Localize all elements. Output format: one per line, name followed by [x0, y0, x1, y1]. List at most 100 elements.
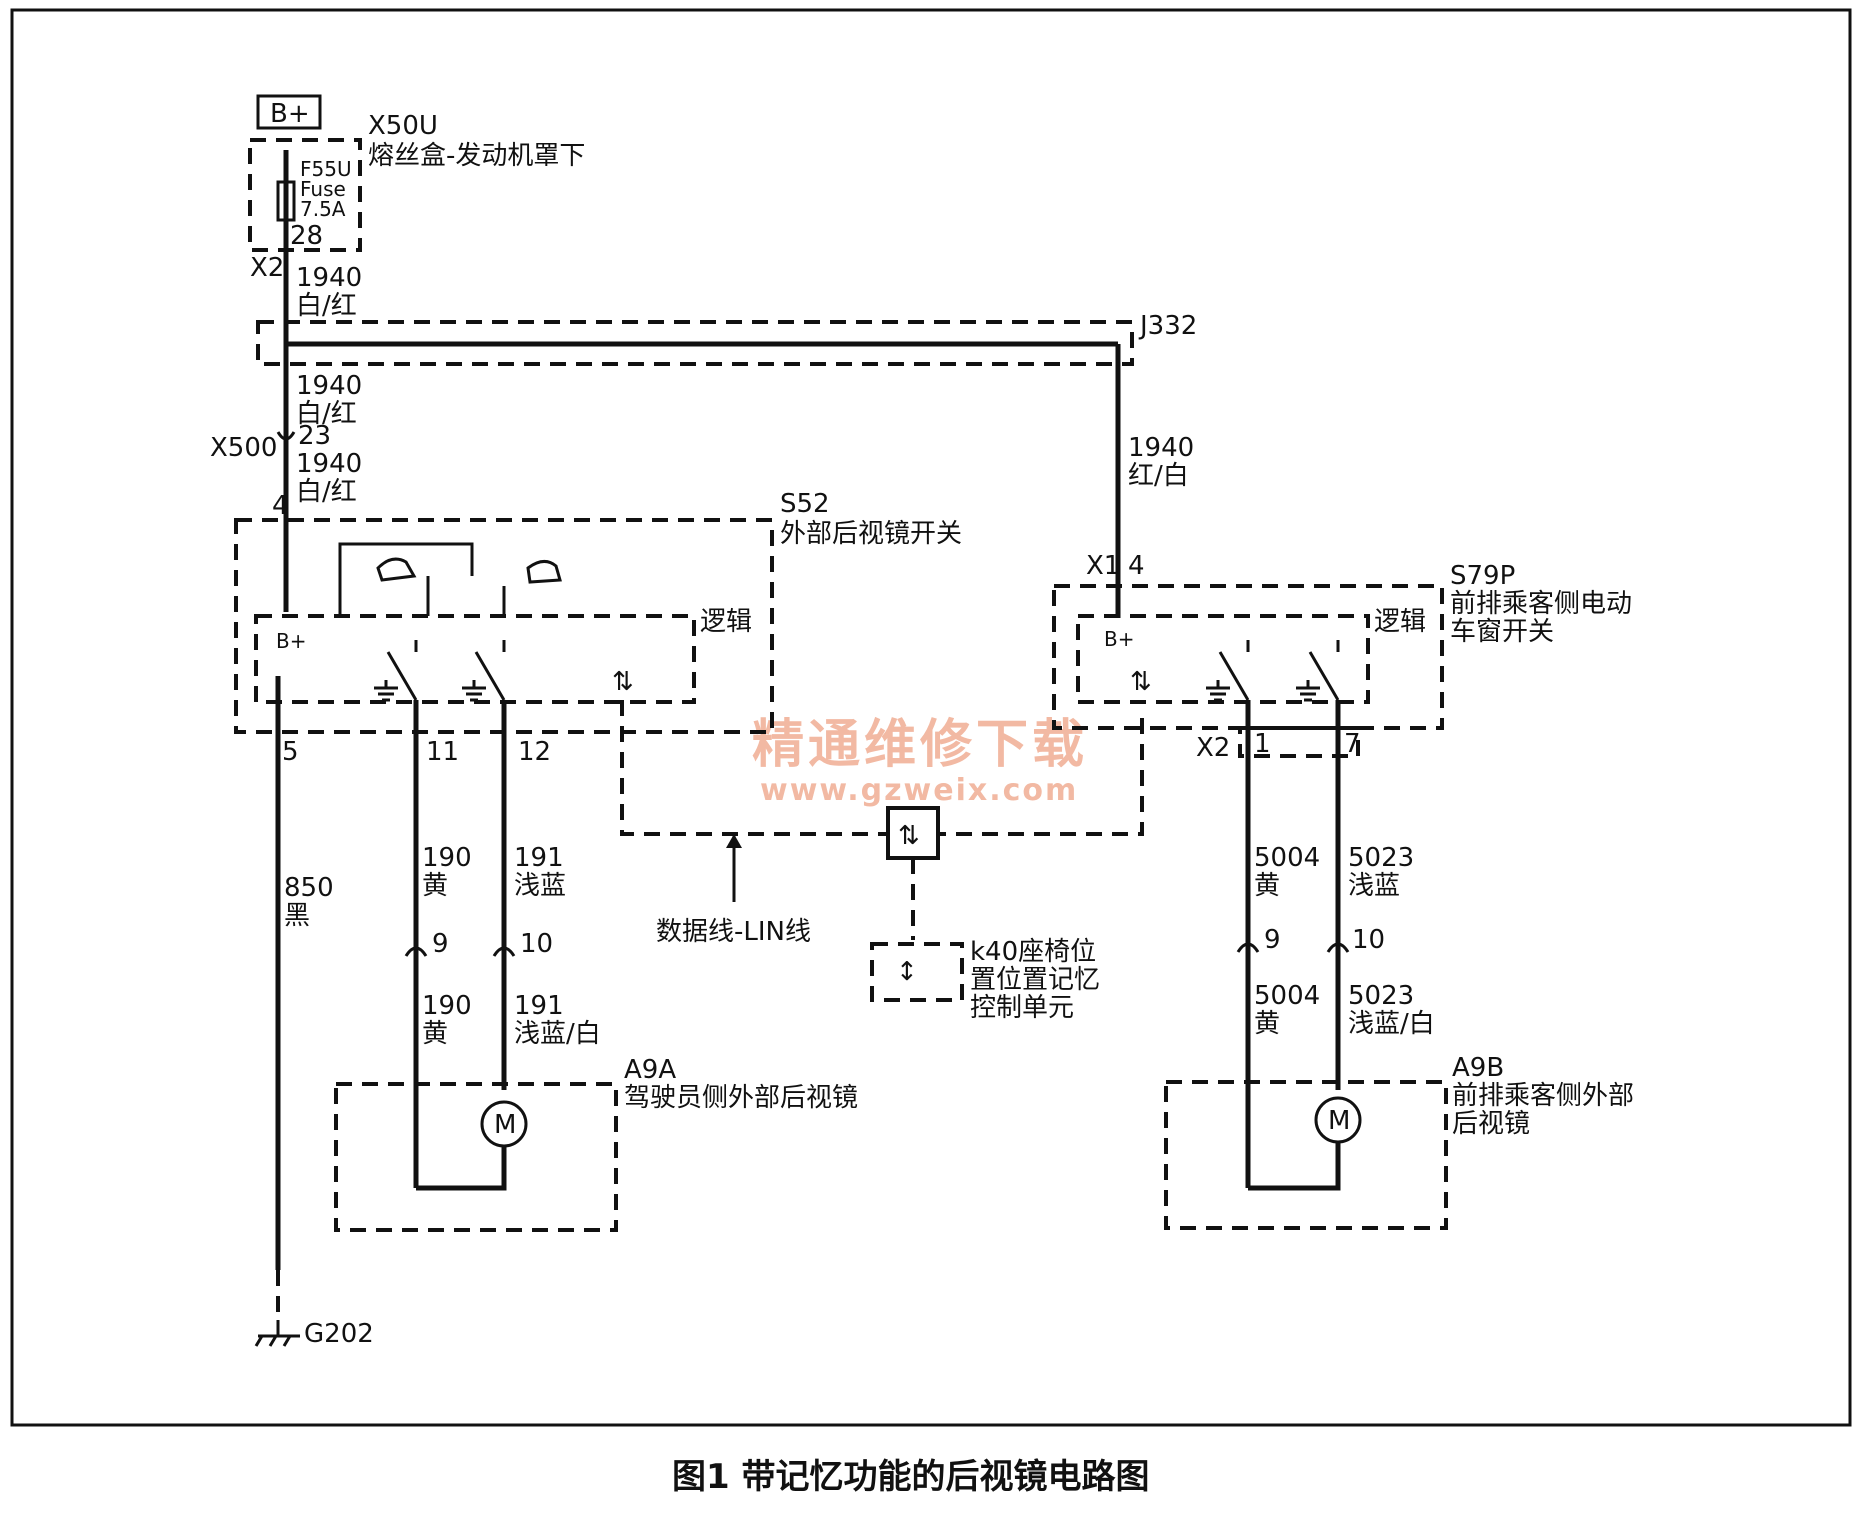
fuse-word: Fuse: [300, 177, 346, 201]
right-pin-9: 9: [1264, 925, 1281, 955]
left-connector-10-symbol: [492, 946, 516, 957]
diagram-frame: [10, 8, 1852, 1427]
fuse-box-id: X50U: [368, 111, 438, 141]
s79p-pin-1: 1: [1254, 729, 1271, 759]
s79p-conn-in: X1: [1086, 551, 1120, 581]
s79p-id: S79P: [1450, 561, 1515, 591]
splice-j332-outline: [256, 320, 1134, 366]
right-mirror-select-icon: [526, 560, 562, 584]
a9b-name-line2: 后视镜: [1452, 1109, 1530, 1139]
s79p-switch-7: [1308, 640, 1340, 701]
s79p-logic-label: 逻辑: [1374, 607, 1426, 637]
s52-pin-11: 11: [426, 737, 459, 767]
fuse-pin: 28: [290, 221, 323, 251]
s79p-name-line2: 车窗开关: [1450, 617, 1554, 647]
k40-arrows-icon: ↕: [896, 957, 918, 987]
ground-g202-id: G202: [304, 1319, 374, 1349]
s52-ground-symbol-2: [462, 680, 486, 702]
a9b-motor-label: M: [1328, 1106, 1350, 1136]
s79p-ground-symbol-1: [1206, 680, 1230, 702]
right-connector-10-symbol: [1326, 942, 1350, 953]
w5023-b-color: 浅蓝/白: [1348, 1009, 1435, 1039]
w1940-mid-num: 1940: [296, 371, 362, 401]
k40-outline: [870, 942, 964, 1002]
fuse-id: F55U: [300, 157, 352, 181]
w190-b-num: 190: [422, 991, 472, 1021]
x500-pin: 23: [298, 421, 331, 451]
w191-a-num: 191: [514, 843, 564, 873]
figure-caption: 图1 带记忆功能的后视镜电路图: [672, 1457, 1150, 1497]
right-pin-10: 10: [1352, 925, 1385, 955]
w1940-right-color: 红/白: [1128, 461, 1189, 491]
splice-j332-id: J332: [1138, 311, 1197, 341]
s52-pin-in: 4: [272, 491, 289, 521]
right-connector-9-symbol: [1236, 942, 1260, 953]
w850-num: 850: [284, 873, 334, 903]
s79p-ground-symbol-2: [1296, 680, 1320, 702]
a9b-name-line1: 前排乘客侧外部: [1452, 1081, 1634, 1111]
fuse-box-name: 熔丝盒-发动机罩下: [368, 141, 585, 171]
w1940-top-color: 白/红: [296, 291, 357, 321]
fuse-connector: X2: [250, 253, 284, 283]
s79p-pin-in: 4: [1128, 551, 1145, 581]
s79p-switch-1: [1218, 640, 1250, 701]
w850-color: 黑: [284, 901, 310, 931]
fuse-rating: 7.5A: [300, 197, 346, 221]
s52-switch-11: [386, 640, 418, 701]
w1940-low-num: 1940: [296, 449, 362, 479]
s79p-pin-7: 7: [1344, 729, 1361, 759]
s52-pin-5: 5: [282, 737, 299, 767]
k40-line2: 置位置记忆: [970, 965, 1100, 995]
s52-logic-outline: [254, 614, 696, 704]
s52-selector-wire: [338, 542, 474, 616]
w191-b-color: 浅蓝/白: [514, 1019, 601, 1049]
w190-a-color: 黄: [422, 871, 448, 901]
s79p-logic-outline: [1076, 614, 1370, 704]
a9b-outline: [1164, 1080, 1448, 1230]
s52-data-arrows-icon: ⇅: [612, 667, 634, 697]
s52-switch-12: [474, 640, 506, 701]
w1940-mid-color: 白/红: [296, 399, 357, 429]
left-connector-9-symbol: [404, 946, 428, 957]
s79p-conn-out: X2: [1196, 733, 1230, 763]
w5023-b-num: 5023: [1348, 981, 1414, 1011]
s52-ground-symbol-1: [374, 680, 398, 702]
s79p-bplus: B+: [1104, 627, 1134, 651]
a9a-motor-label: M: [494, 1110, 516, 1140]
s52-id: S52: [780, 489, 830, 519]
w5004-a-color: 黄: [1254, 871, 1280, 901]
w1940-low-color: 白/红: [296, 477, 357, 507]
battery-plus-box: [256, 94, 322, 130]
left-pin-9: 9: [432, 929, 449, 959]
lin-junction-arrows-icon: ⇅: [898, 821, 920, 851]
a9a-name: 驾驶员侧外部后视镜: [624, 1083, 858, 1113]
watermark-url: www.gzweix.com: [760, 773, 1078, 808]
k40-line1: k40座椅位: [970, 937, 1096, 967]
w190-b-color: 黄: [422, 1019, 448, 1049]
a9a-id: A9A: [624, 1055, 676, 1085]
w5023-a-num: 5023: [1348, 843, 1414, 873]
ground-g202-symbol: [254, 1320, 300, 1347]
x500-id: X500: [210, 433, 277, 463]
watermark-text: 精通维修下载: [752, 715, 1088, 775]
w5004-b-color: 黄: [1254, 1009, 1280, 1039]
lin-bus-line: [620, 700, 1144, 836]
x500-connector-symbol: [276, 431, 296, 441]
a9a-outline: [334, 1082, 618, 1232]
w1940-right-num: 1940: [1128, 433, 1194, 463]
a9a-motor-return: [416, 1146, 507, 1191]
s79p-x2-connector: [1238, 726, 1360, 758]
s79p-name-line1: 前排乘客侧电动: [1450, 589, 1632, 619]
left-mirror-select-icon: [376, 557, 417, 582]
w5004-a-num: 5004: [1254, 843, 1320, 873]
battery-plus-label: B+: [270, 99, 310, 129]
w5023-a-color: 浅蓝: [1348, 871, 1400, 901]
s79p-outline: [1052, 584, 1444, 730]
s52-pin-12: 12: [518, 737, 551, 767]
lin-arrowhead: [726, 834, 742, 848]
w190-a-num: 190: [422, 843, 472, 873]
a9b-motor-return: [1248, 1142, 1341, 1191]
s79p-data-arrows-icon: ⇅: [1130, 667, 1152, 697]
w191-b-num: 191: [514, 991, 564, 1021]
